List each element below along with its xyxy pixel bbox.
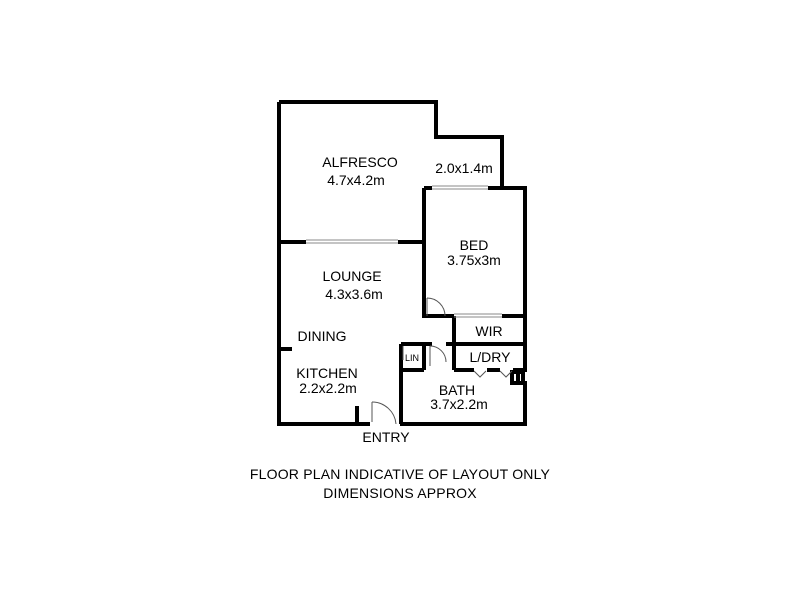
door-swings — [371, 297, 513, 425]
entry-label: ENTRY — [362, 429, 410, 445]
wir-label: WIR — [475, 323, 502, 339]
lin-label: LIN — [405, 353, 419, 363]
bed-label: BED — [460, 237, 489, 253]
interior-walls — [279, 186, 525, 424]
disclaimer-line-2: DIMENSIONS APPROX — [323, 485, 477, 501]
sliding-doors — [306, 185, 502, 318]
lounge-size: 4.3x3.6m — [325, 286, 383, 302]
laundry-label: L/DRY — [470, 349, 512, 365]
bath-label: BATH — [439, 382, 475, 398]
dining-label: DINING — [298, 328, 347, 344]
alfresco-ext-size: 2.0x1.4m — [435, 160, 493, 176]
alfresco-label: ALFRESCO — [322, 154, 398, 170]
outer-walls — [277, 100, 527, 426]
kitchen-label: KITCHEN — [296, 365, 357, 381]
alfresco-size: 4.7x4.2m — [327, 172, 385, 188]
kitchen-size: 2.2x2.2m — [299, 380, 357, 396]
bed-size: 3.75x3m — [447, 252, 501, 268]
disclaimer-line-1: FLOOR PLAN INDICATIVE OF LAYOUT ONLY — [249, 466, 551, 482]
bath-size: 3.7x2.2m — [430, 396, 488, 412]
lounge-label: LOUNGE — [322, 268, 381, 284]
